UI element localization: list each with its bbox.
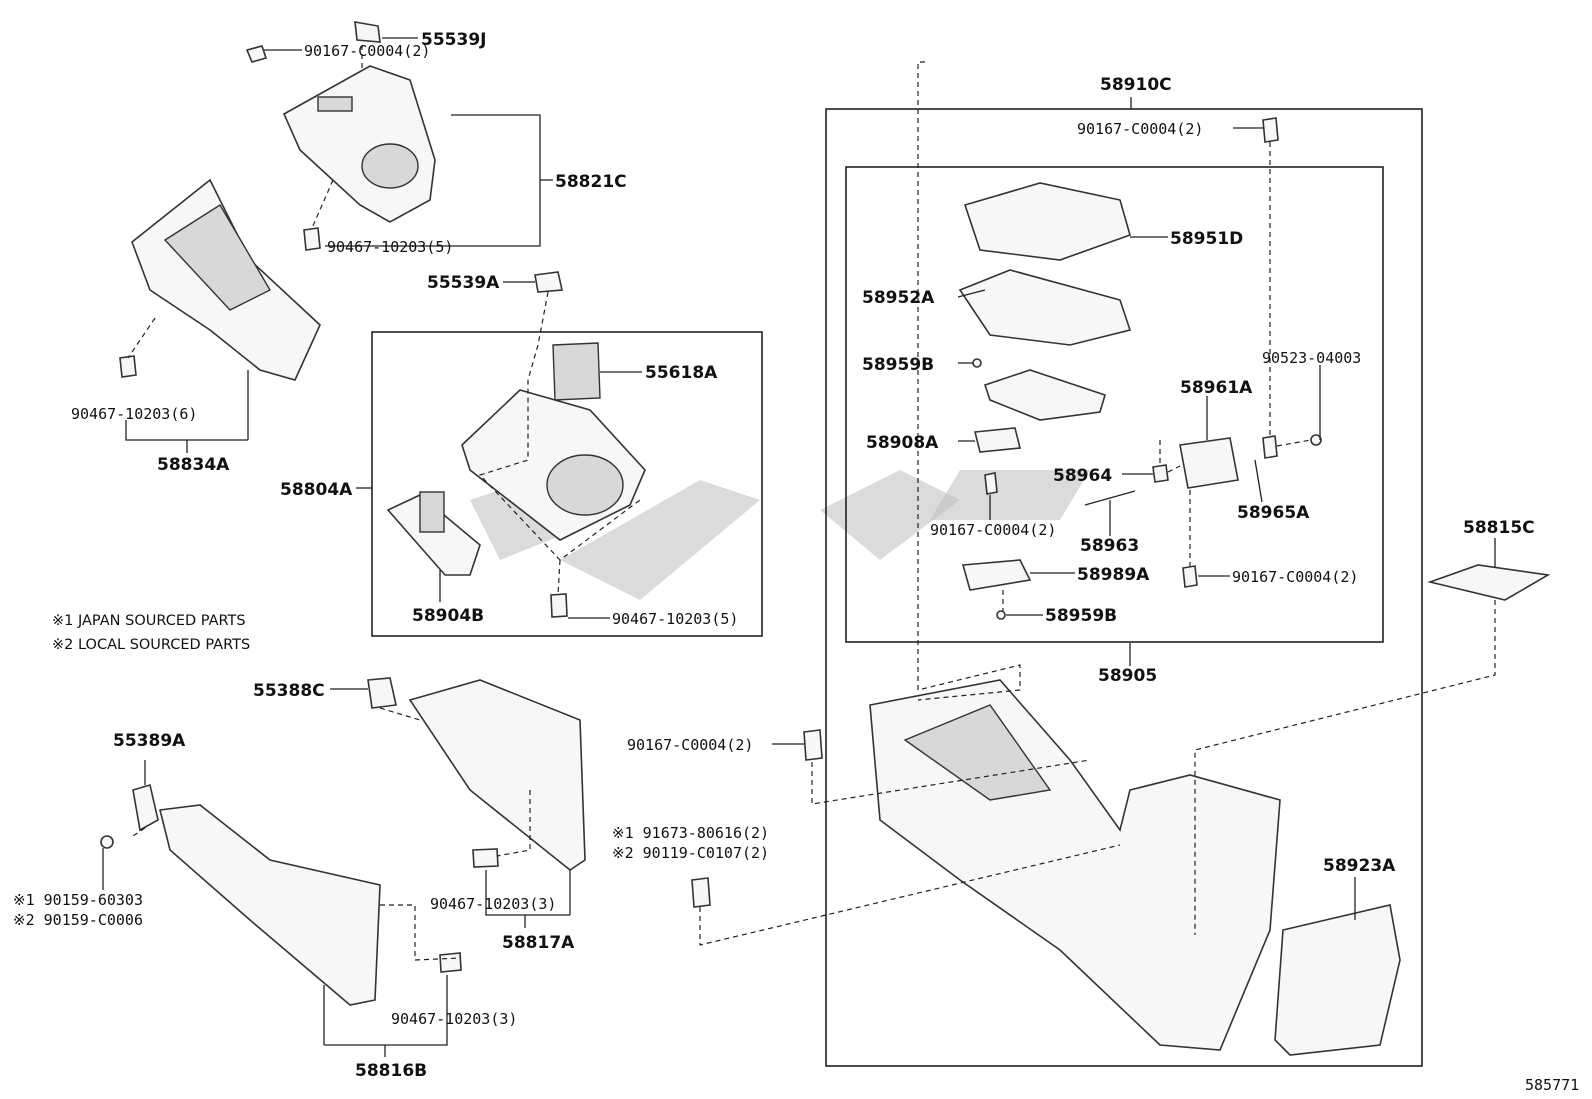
clip-58965A [1262, 435, 1278, 459]
rod-58963 [1084, 490, 1136, 506]
screw-90167-left [803, 729, 823, 761]
label-90467-5a: 90467-10203(5) [327, 238, 453, 256]
frame-58804A [371, 331, 763, 637]
label-90167-top: 90167-C0004(2) [304, 42, 430, 60]
label-58963: 58963 [1080, 536, 1139, 556]
label-58961A: 58961A [1180, 378, 1253, 398]
leader-lines [102, 37, 1496, 1057]
console-body-58910C [869, 679, 1281, 1051]
tray-58952 [983, 369, 1106, 421]
lid-58951D [963, 182, 1131, 261]
clip-55539J [354, 21, 381, 43]
screw-90167-top [245, 45, 268, 63]
label-90167-low: 90167-C0004(2) [1232, 568, 1358, 586]
latch-58989A [961, 559, 1032, 591]
label-91673: ※1 91673-80616(2) [612, 824, 769, 842]
screw-90167-mid [984, 472, 998, 495]
panel-58816B [159, 804, 381, 1006]
cupholder-58804A [461, 389, 646, 541]
cover-58923A [1274, 904, 1401, 1056]
label-90467-6: 90467-10203(6) [71, 405, 197, 423]
label-55618A: 55618A [645, 363, 718, 383]
label-58952A: 58952A [862, 288, 935, 308]
bracket-55389A [132, 783, 159, 832]
label-90467-3b: 90467-10203(3) [391, 1010, 517, 1028]
latch-58908A [973, 427, 1022, 453]
pin-58959B-a [972, 358, 982, 368]
dashed-lines [127, 45, 1496, 961]
label-55539J: 55539J [421, 30, 486, 50]
label-90523: 90523-04003 [1262, 349, 1361, 367]
pin-58959B-b [996, 610, 1006, 620]
tray-58904B [386, 491, 481, 576]
clip-90467-3b [439, 952, 462, 973]
screw-90159 [100, 835, 114, 849]
label-58817A: 58817A [502, 933, 575, 953]
clip-55539A [534, 271, 563, 293]
label-58908A: 58908A [866, 433, 939, 453]
label-90159-2: ※2 90159-C0006 [13, 911, 143, 929]
part-labels: 55539J 58821C 90467-10203(5) 55539A 5561… [13, 30, 1579, 1094]
label-90467-5b: 90467-10203(5) [612, 610, 738, 628]
label-55388C: 55388C [253, 681, 325, 701]
clip-58964 [1152, 464, 1169, 483]
label-90467-3a: 90467-10203(3) [430, 895, 556, 913]
sheet-58815C [1427, 564, 1551, 601]
label-58951D: 58951D [1170, 229, 1243, 249]
note-local: ※2 LOCAL SOURCED PARTS [52, 637, 250, 653]
label-90159-1: ※1 90159-60303 [13, 891, 143, 909]
label-58815C: 58815C [1463, 518, 1535, 538]
clip-90467-3a [472, 848, 499, 868]
label-58964: 58964 [1053, 466, 1112, 486]
label-58834A: 58834A [157, 455, 230, 475]
label-58821C: 58821C [555, 172, 627, 192]
bezel-58834A [131, 178, 321, 381]
label-90119: ※2 90119-C0107(2) [612, 844, 769, 862]
label-58804A: 58804A [280, 480, 353, 500]
label-58959B-a: 58959B [862, 355, 934, 375]
screw-90167-right [1262, 117, 1279, 143]
screw-90167-low [1182, 565, 1198, 588]
clip-90467-6 [119, 355, 137, 378]
label-58989A: 58989A [1077, 565, 1150, 585]
bolt-91673 [691, 877, 711, 908]
note-japan: ※1 JAPAN SOURCED PARTS [52, 613, 246, 629]
label-90167-right: 90167-C0004(2) [1077, 120, 1203, 138]
label-58965A: 58965A [1237, 503, 1310, 523]
base-58952A [958, 269, 1132, 346]
clip-90467-5b [550, 593, 568, 618]
label-58959B-b: 58959B [1045, 606, 1117, 626]
label-55389A: 55389A [113, 731, 186, 751]
mat-55618A [552, 342, 601, 401]
label-58923A: 58923A [1323, 856, 1396, 876]
clip-90467-5a [303, 227, 321, 251]
label-90167-mid: 90167-C0004(2) [930, 521, 1056, 539]
label-58816B: 58816B [355, 1061, 427, 1081]
label-58904B: 58904B [412, 606, 484, 626]
frame-58905 [845, 166, 1384, 643]
spring-90523 [1310, 434, 1322, 446]
frame-58910C [825, 108, 1423, 1067]
hinge-58961A [1179, 437, 1239, 489]
panel-58817A [408, 679, 586, 871]
label-55539A: 55539A [427, 273, 500, 293]
clip-55388C [367, 677, 397, 709]
label-58910C: 58910C [1100, 75, 1172, 95]
label-58905: 58905 [1098, 666, 1157, 686]
label-ref: 585771 [1525, 1076, 1579, 1094]
shift-panel-58821C [282, 65, 436, 223]
label-90167-left: 90167-C0004(2) [627, 736, 753, 754]
